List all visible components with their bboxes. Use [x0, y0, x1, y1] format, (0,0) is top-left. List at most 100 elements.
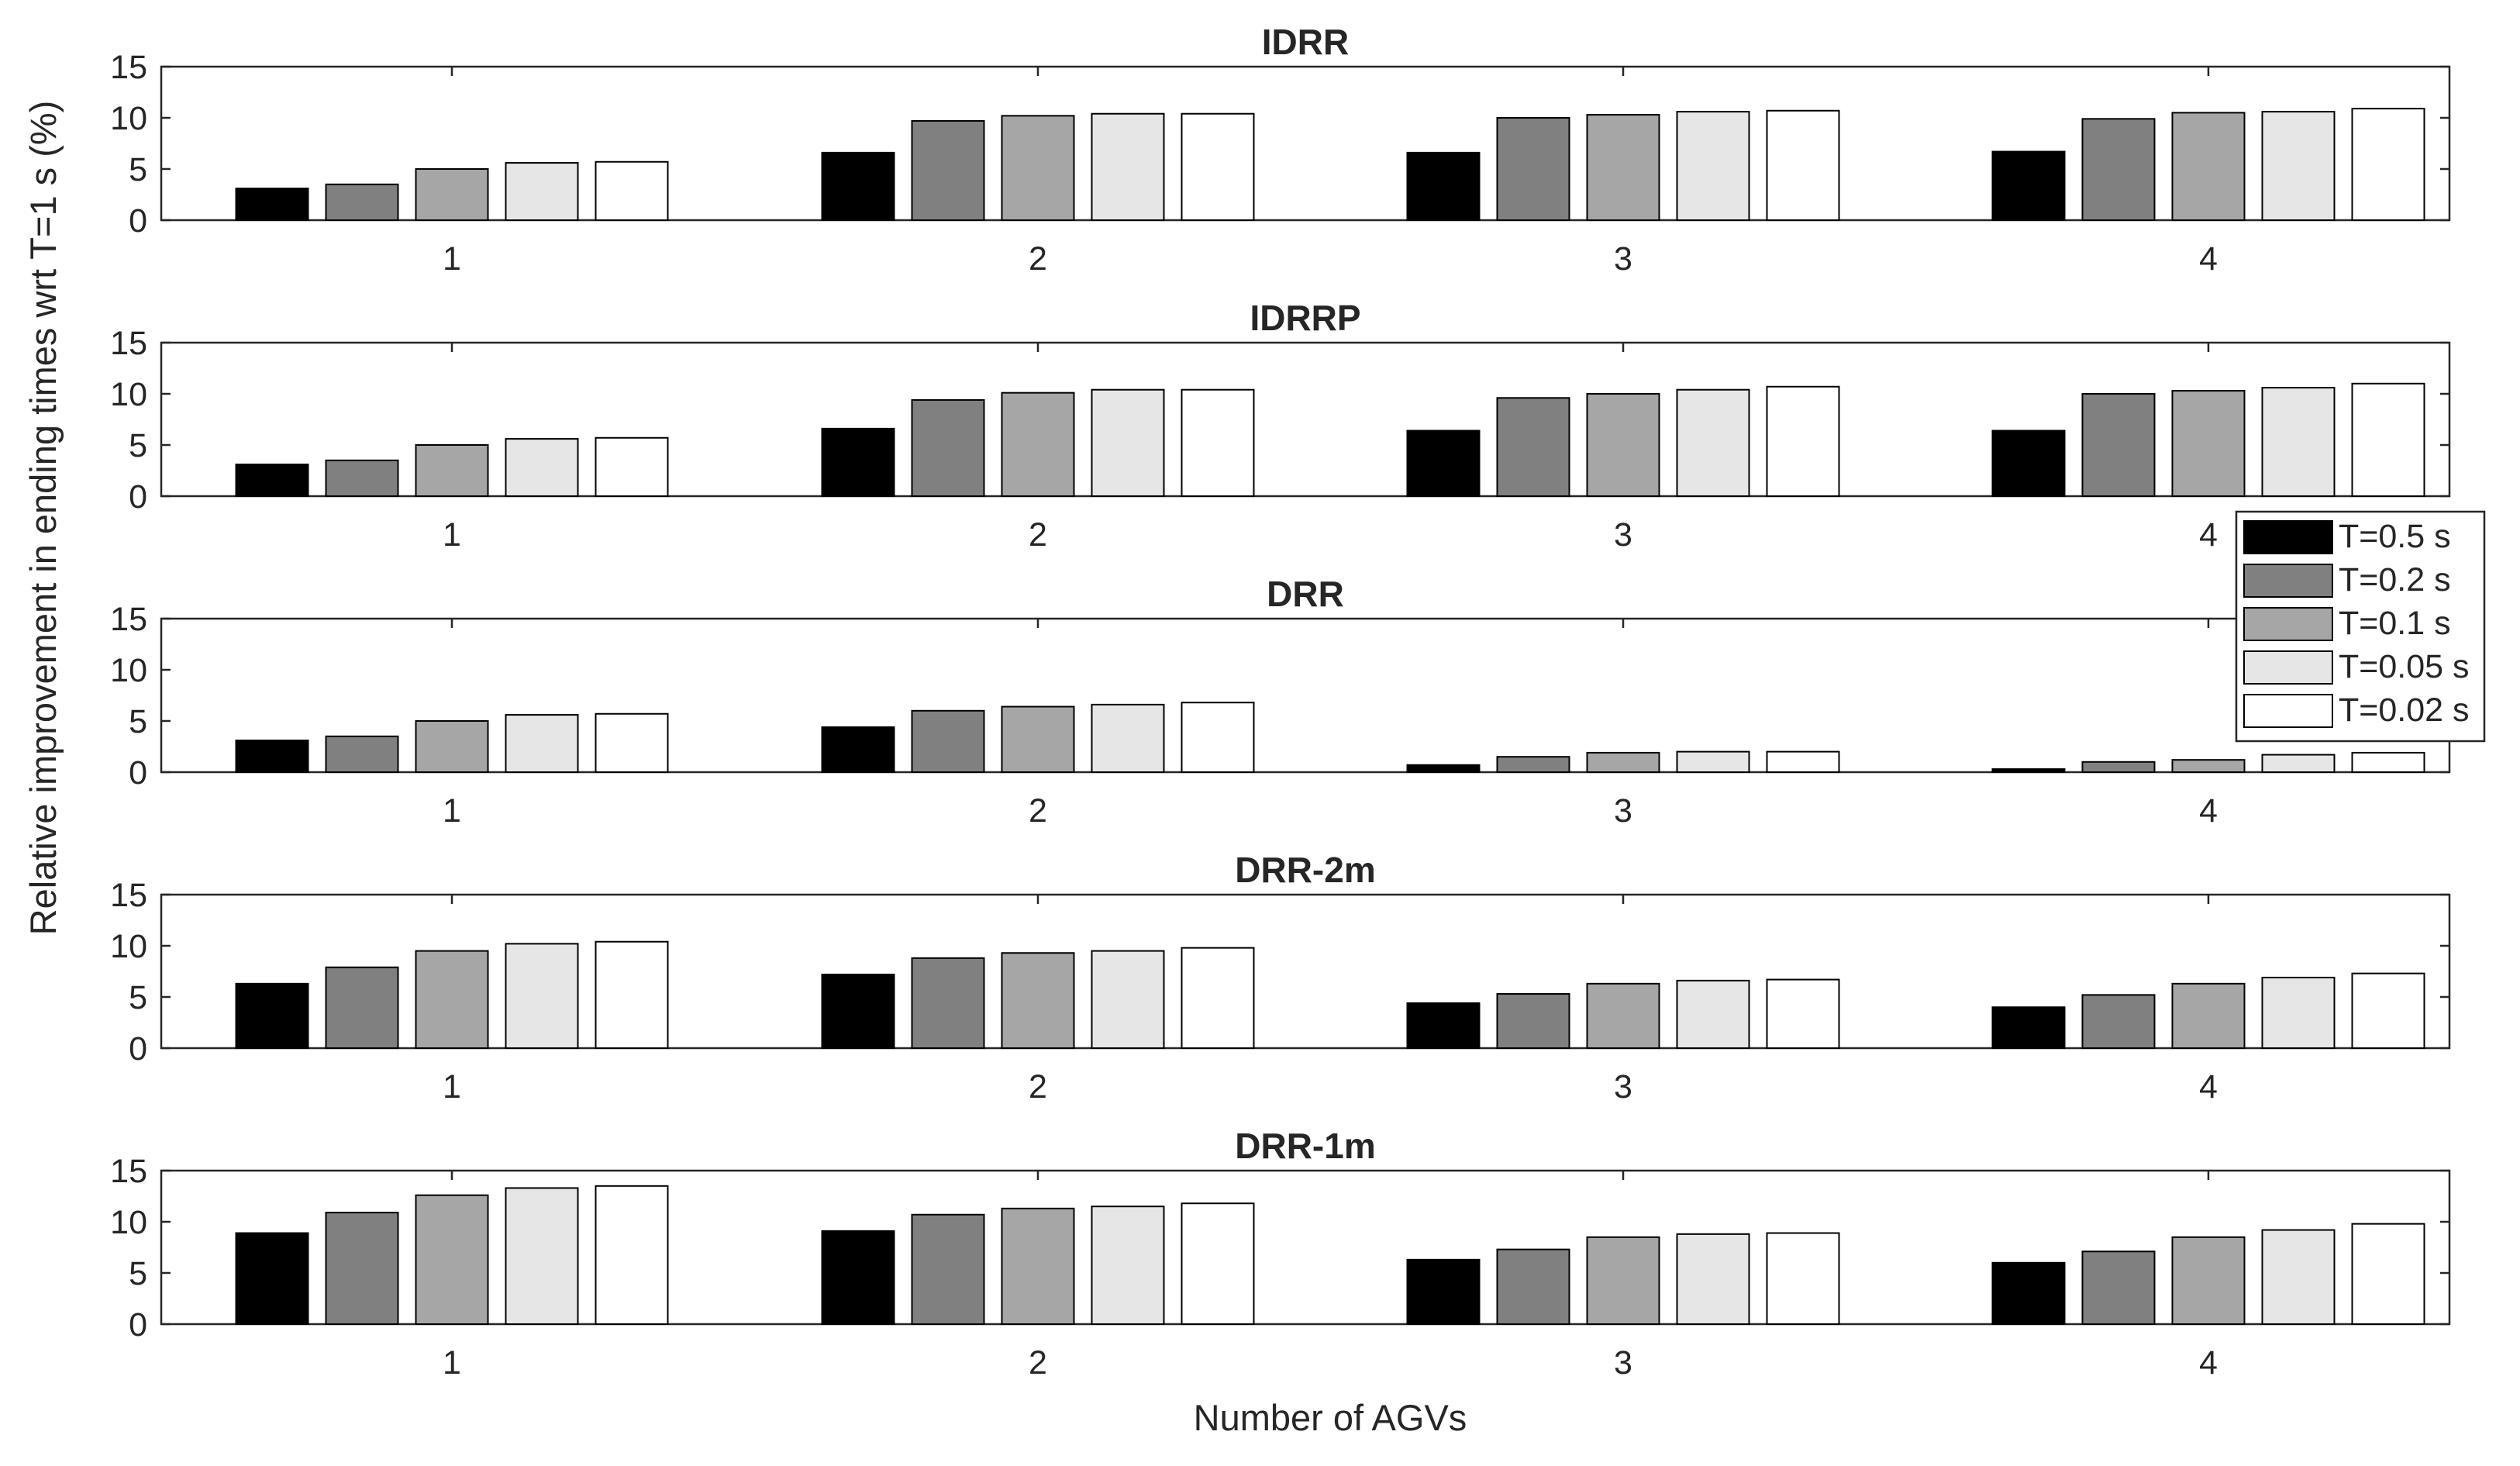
bar-idrr-agv2-series1 — [821, 151, 895, 222]
bar-idrr-agv4-series4 — [2261, 111, 2336, 221]
x-tick-label: 4 — [2199, 1068, 2218, 1106]
y-tick-label: 15 — [110, 49, 147, 86]
bar-idrr-agv2-series5 — [1181, 112, 1255, 221]
bar-idrrp-agv2-series1 — [821, 427, 895, 498]
bar-idrrp-agv1-series5 — [595, 436, 669, 498]
y-tick-label: 5 — [129, 427, 147, 464]
y-tick-label: 0 — [129, 478, 147, 516]
bar-drr-1m-agv4-series3 — [2171, 1236, 2246, 1326]
bar-drr-2m-agv1-series1 — [235, 982, 309, 1049]
x-tick-label: 4 — [2199, 792, 2218, 830]
bar-drr-1m-agv1-series4 — [505, 1187, 579, 1325]
x-tick-label: 2 — [1029, 1068, 1047, 1106]
bar-drr-1m-agv2-series4 — [1091, 1206, 1165, 1325]
panel-title: IDRR — [1262, 22, 1349, 62]
bar-drr-2m-agv1-series5 — [595, 940, 669, 1049]
x-tick-label: 2 — [1029, 1344, 1047, 1381]
bar-drr-2m-agv1-series3 — [415, 950, 489, 1049]
bar-drr-agv3-series3 — [1586, 751, 1660, 773]
bar-drr-2m-agv2-series5 — [1181, 947, 1255, 1050]
bar-idrrp-agv3-series3 — [1586, 393, 1660, 497]
legend: T=0.5 sT=0.2 sT=0.1 sT=0.05 sT=0.02 s — [2235, 510, 2486, 743]
bar-drr-1m-agv4-series5 — [2351, 1223, 2425, 1326]
y-tick-label: 0 — [129, 1306, 147, 1344]
x-tick-label: 4 — [2199, 240, 2218, 278]
bar-drr-agv3-series1 — [1406, 764, 1481, 774]
bar-idrr-agv2-series3 — [1001, 115, 1075, 221]
bar-drr-1m-agv2-series3 — [1001, 1207, 1075, 1325]
bar-drr-agv2-series5 — [1181, 702, 1255, 773]
bar-idrr-agv1-series3 — [415, 168, 489, 221]
bar-idrrp-agv4-series4 — [2261, 387, 2336, 497]
bar-drr-2m-agv1-series2 — [325, 966, 399, 1049]
x-tick-label: 1 — [443, 1068, 461, 1106]
bar-idrr-agv1-series2 — [325, 183, 399, 222]
x-tick-label: 4 — [2199, 1344, 2218, 1381]
x-tick-label: 1 — [443, 240, 461, 278]
legend-swatch — [2243, 650, 2333, 685]
x-tick-label: 3 — [1614, 240, 1632, 278]
bar-idrrp-agv4-series1 — [1991, 429, 2066, 498]
bar-idrrp-agv2-series2 — [911, 398, 985, 497]
bar-drr-agv4-series1 — [1991, 768, 2066, 773]
legend-swatch — [2243, 520, 2333, 554]
bar-drr-2m-agv2-series3 — [1001, 952, 1075, 1049]
bar-drr-1m-agv3-series3 — [1586, 1236, 1660, 1326]
bar-drr-agv3-series5 — [1766, 750, 1840, 773]
bar-drr-2m-agv4-series4 — [2261, 976, 2336, 1050]
y-tick-label: 5 — [129, 151, 147, 188]
legend-swatch — [2243, 694, 2333, 728]
bar-idrr-agv2-series2 — [911, 119, 985, 221]
bar-drr-1m-agv1-series5 — [595, 1185, 669, 1326]
bar-drr-1m-agv3-series4 — [1676, 1233, 1750, 1325]
bar-idrrp-agv4-series5 — [2351, 382, 2425, 497]
bar-drr-1m-agv2-series2 — [911, 1213, 985, 1326]
bar-idrrp-agv1-series4 — [505, 438, 579, 498]
y-tick-label: 15 — [110, 601, 147, 638]
bar-drr-2m-agv2-series1 — [821, 973, 895, 1049]
bar-idrr-agv4-series1 — [1991, 150, 2066, 221]
bar-drr-2m-agv4-series1 — [1991, 1006, 2066, 1049]
bar-drr-1m-agv3-series1 — [1406, 1258, 1481, 1325]
bar-drr-2m-agv4-series3 — [2171, 982, 2246, 1049]
panel-title: DRR-2m — [1235, 850, 1375, 890]
bar-drr-agv4-series2 — [2081, 761, 2156, 773]
x-tick-label: 1 — [443, 1344, 461, 1381]
bar-idrr-agv3-series4 — [1676, 111, 1750, 221]
bar-drr-agv2-series4 — [1091, 703, 1165, 774]
x-tick-label: 4 — [2199, 516, 2218, 554]
bar-idrrp-agv3-series2 — [1496, 397, 1570, 498]
legend-label: T=0.2 s — [2339, 561, 2451, 598]
x-tick-label: 3 — [1614, 516, 1632, 554]
bar-idrrp-agv1-series1 — [235, 464, 309, 498]
bar-drr-2m-agv4-series5 — [2351, 972, 2425, 1050]
bar-idrrp-agv2-series5 — [1181, 388, 1255, 497]
bar-drr-1m-agv1-series1 — [235, 1232, 309, 1326]
bar-drr-2m-agv2-series4 — [1091, 950, 1165, 1049]
x-tick-label: 2 — [1029, 240, 1047, 278]
bar-drr-agv1-series3 — [415, 720, 489, 773]
bar-drr-1m-agv1-series2 — [325, 1212, 399, 1325]
y-tick-label: 10 — [110, 100, 147, 137]
y-tick-label: 5 — [129, 703, 147, 740]
bar-drr-1m-agv2-series1 — [821, 1230, 895, 1326]
legend-swatch — [2243, 607, 2333, 641]
y-tick-label: 10 — [110, 376, 147, 413]
bar-idrrp-agv1-series3 — [415, 444, 489, 497]
bar-idrrp-agv3-series5 — [1766, 385, 1840, 498]
x-tick-label: 3 — [1614, 792, 1632, 830]
bar-drr-agv2-series3 — [1001, 705, 1075, 774]
y-tick-label: 5 — [129, 1255, 147, 1292]
bar-drr-agv4-series5 — [2351, 751, 2425, 773]
bar-idrrp-agv2-series4 — [1091, 388, 1165, 497]
bar-drr-1m-agv3-series5 — [1766, 1232, 1840, 1326]
bar-drr-1m-agv2-series5 — [1181, 1202, 1255, 1325]
bar-drr-2m-agv4-series2 — [2081, 994, 2156, 1049]
panel-title: DRR-1m — [1235, 1126, 1375, 1166]
bar-idrr-agv3-series1 — [1406, 151, 1481, 222]
bar-drr-agv4-series4 — [2261, 754, 2336, 773]
